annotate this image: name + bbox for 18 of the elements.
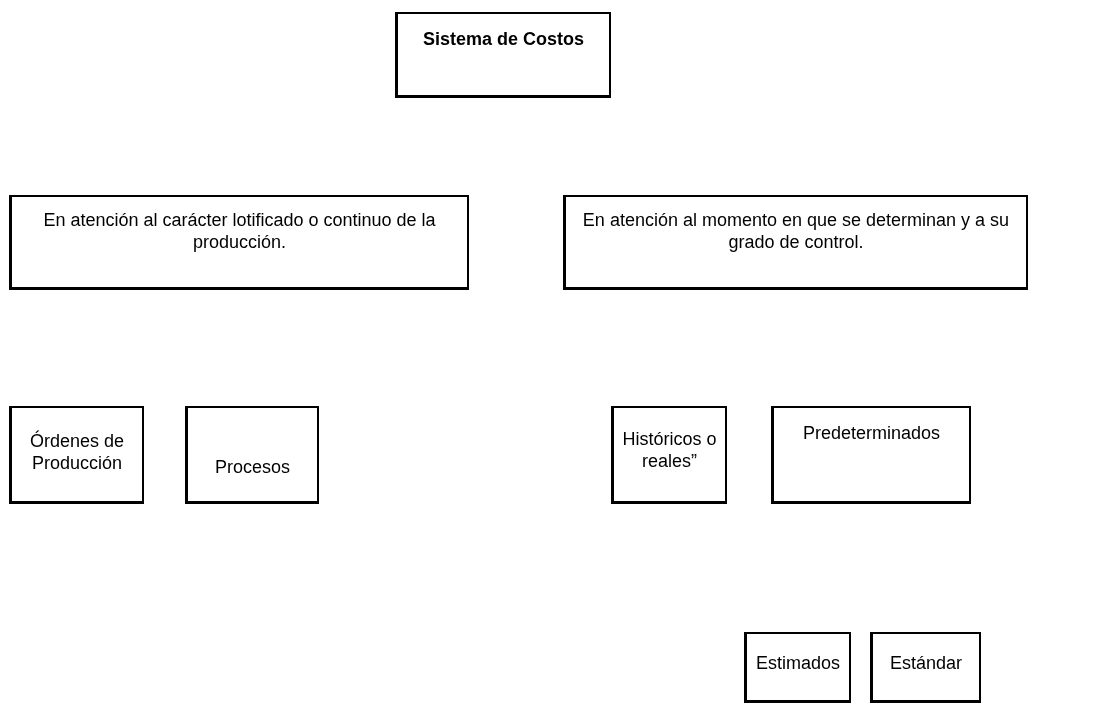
box-text: Históricos o reales”	[621, 428, 718, 472]
text-box	[771, 406, 971, 504]
box-text: Sistema de Costos	[421, 28, 586, 50]
box-text: Estándar	[888, 652, 963, 674]
box-text: En atención al momento en que se determinan y a su grado de control.	[581, 209, 1011, 253]
text-box	[870, 632, 981, 703]
box-text: Procesos	[213, 456, 291, 478]
box-text: Estimados	[754, 652, 841, 674]
text-box	[611, 406, 727, 504]
text-box	[9, 195, 469, 290]
text-box	[563, 195, 1028, 290]
text-box	[395, 12, 611, 98]
box-text: Órdenes de Producción	[28, 430, 126, 474]
box-text: En atención al carácter lotificado o continuo de la producción.	[42, 209, 437, 253]
text-box	[9, 406, 144, 504]
text-box	[744, 632, 851, 703]
text-box	[185, 406, 319, 504]
box-text: Predeterminados	[801, 422, 942, 444]
